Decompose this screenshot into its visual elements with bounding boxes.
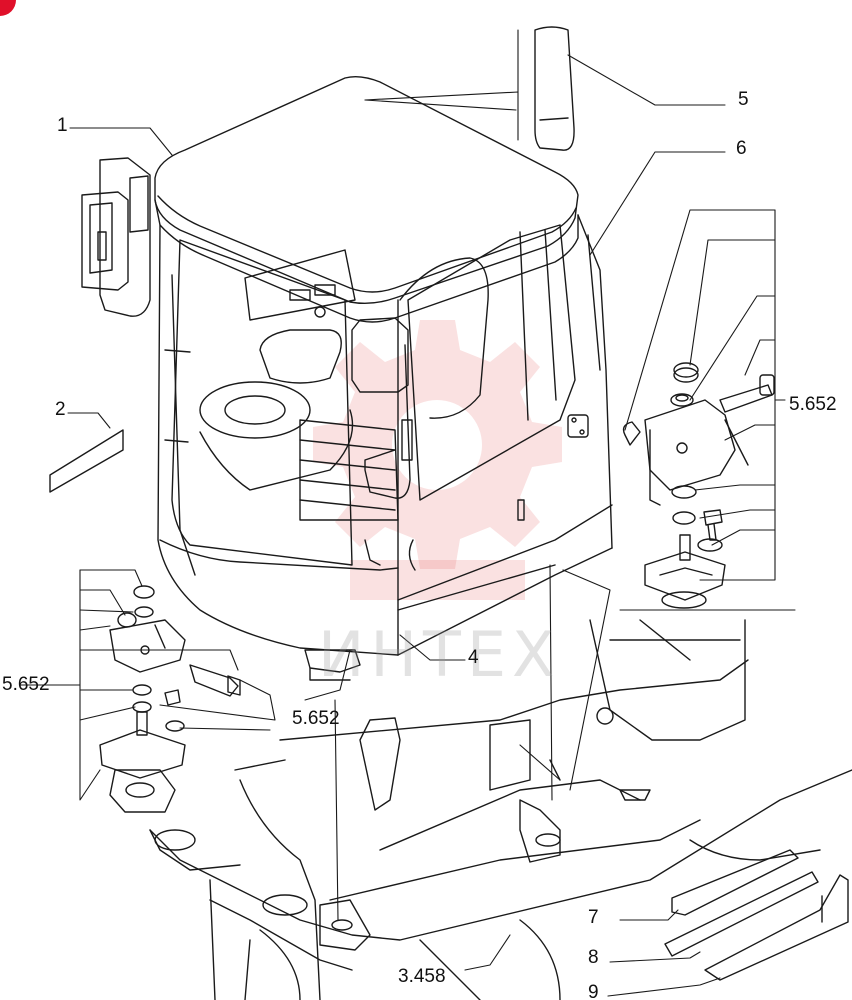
- callout-6: 6: [736, 138, 747, 159]
- callout-4: 4: [468, 647, 479, 668]
- wiper: [164, 274, 196, 576]
- part-5-stack: [534, 26, 575, 151]
- left-mount-assembly: [99, 585, 241, 813]
- cab-roof: [154, 75, 579, 323]
- callout-7: 7: [588, 907, 599, 928]
- cab-mount-front: [304, 649, 361, 681]
- reference-frame: 3.458: [398, 966, 446, 987]
- part-9: [704, 874, 849, 981]
- reference-center-mount: 5.652: [292, 708, 340, 729]
- cab-body: [157, 214, 613, 656]
- part-8: [664, 871, 819, 957]
- callout-5: 5: [738, 89, 749, 110]
- reference-right-mount: 5.652: [789, 394, 837, 415]
- leader-lines: [19, 29, 796, 997]
- cab-interior: [199, 249, 489, 521]
- chassis-frame: [149, 619, 852, 1000]
- part-2-decal: [49, 429, 124, 493]
- callout-2: 2: [55, 399, 66, 420]
- left-mirror: [81, 157, 151, 317]
- callout-1: 1: [57, 115, 68, 136]
- watermark-text: ИНТЕХ: [318, 618, 561, 691]
- corner-badge: [0, 0, 16, 16]
- callout-9: 9: [588, 982, 599, 1000]
- part-7: [671, 849, 799, 916]
- right-mirror: [351, 317, 413, 566]
- watermark-gear-logo: [313, 320, 562, 600]
- callout-8: 8: [588, 947, 599, 968]
- right-mount-assembly: [622, 362, 775, 609]
- reference-left-mount: 5.652: [2, 674, 50, 695]
